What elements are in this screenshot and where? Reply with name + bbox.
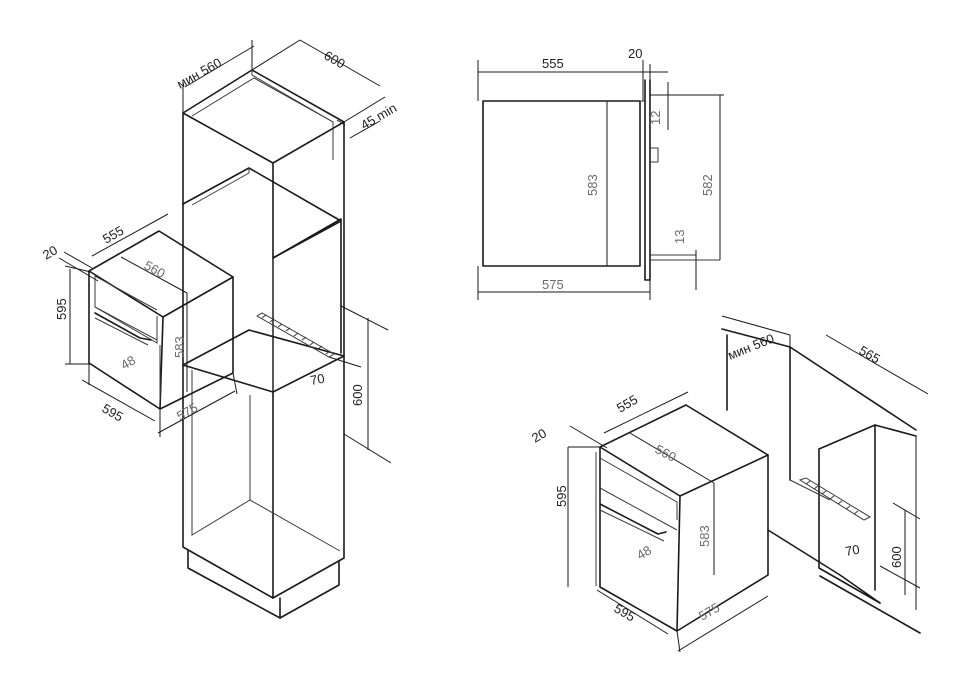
dim-595-left-h: 595 <box>54 298 69 320</box>
dim-48-right: 48 <box>634 542 654 562</box>
dim-70-right: 70 <box>844 542 861 559</box>
dim-min560-right: мин 560 <box>726 331 777 363</box>
dim-600-right: 600 <box>889 546 904 568</box>
vent-slot-hatch <box>261 314 331 355</box>
dim-583-side: 583 <box>585 174 600 196</box>
oven-handle-left <box>94 312 152 341</box>
dim-595-right-h: 595 <box>554 485 569 507</box>
dim-560-right: 560 <box>653 441 679 464</box>
dim-595-left-w: 595 <box>100 401 126 425</box>
dim-600-top: 600 <box>322 48 348 72</box>
dim-575-right: 575 <box>696 600 722 624</box>
oven-iso-left <box>58 213 238 437</box>
dim-min560-left: мин 560 <box>174 55 224 92</box>
dim-70-left: 70 <box>309 371 326 388</box>
dim-575-side: 575 <box>542 277 564 292</box>
dim-565: 565 <box>857 343 883 367</box>
dim-12-side: 12 <box>648 111 663 125</box>
dim-20-side: 20 <box>628 46 642 61</box>
oven-iso-right <box>567 391 769 653</box>
dim-560-left: 560 <box>142 258 168 282</box>
dim-20-left: 20 <box>40 242 60 262</box>
dim-555-side: 555 <box>542 56 564 71</box>
dim-583-right: 583 <box>697 525 712 547</box>
dim-20-right: 20 <box>529 425 549 445</box>
dim-575-left: 575 <box>174 400 200 424</box>
oven-handle-right <box>599 503 667 535</box>
undercounter-drawing <box>721 315 929 634</box>
dim-595-right-w: 595 <box>612 601 638 625</box>
dim-555-left: 555 <box>100 223 126 247</box>
dim-582-side: 582 <box>700 174 715 196</box>
dim-45min: 45 min <box>358 100 399 133</box>
vent-slot-hatch-right <box>805 480 859 515</box>
oven-side-profile <box>477 60 724 300</box>
dim-583-left: 583 <box>172 336 187 358</box>
dim-600-left: 600 <box>350 384 365 406</box>
tall-cabinet-drawing <box>182 39 392 619</box>
dim-555-right: 555 <box>614 392 640 416</box>
dim-48-left: 48 <box>118 352 138 372</box>
dim-13-side: 13 <box>672 230 687 244</box>
